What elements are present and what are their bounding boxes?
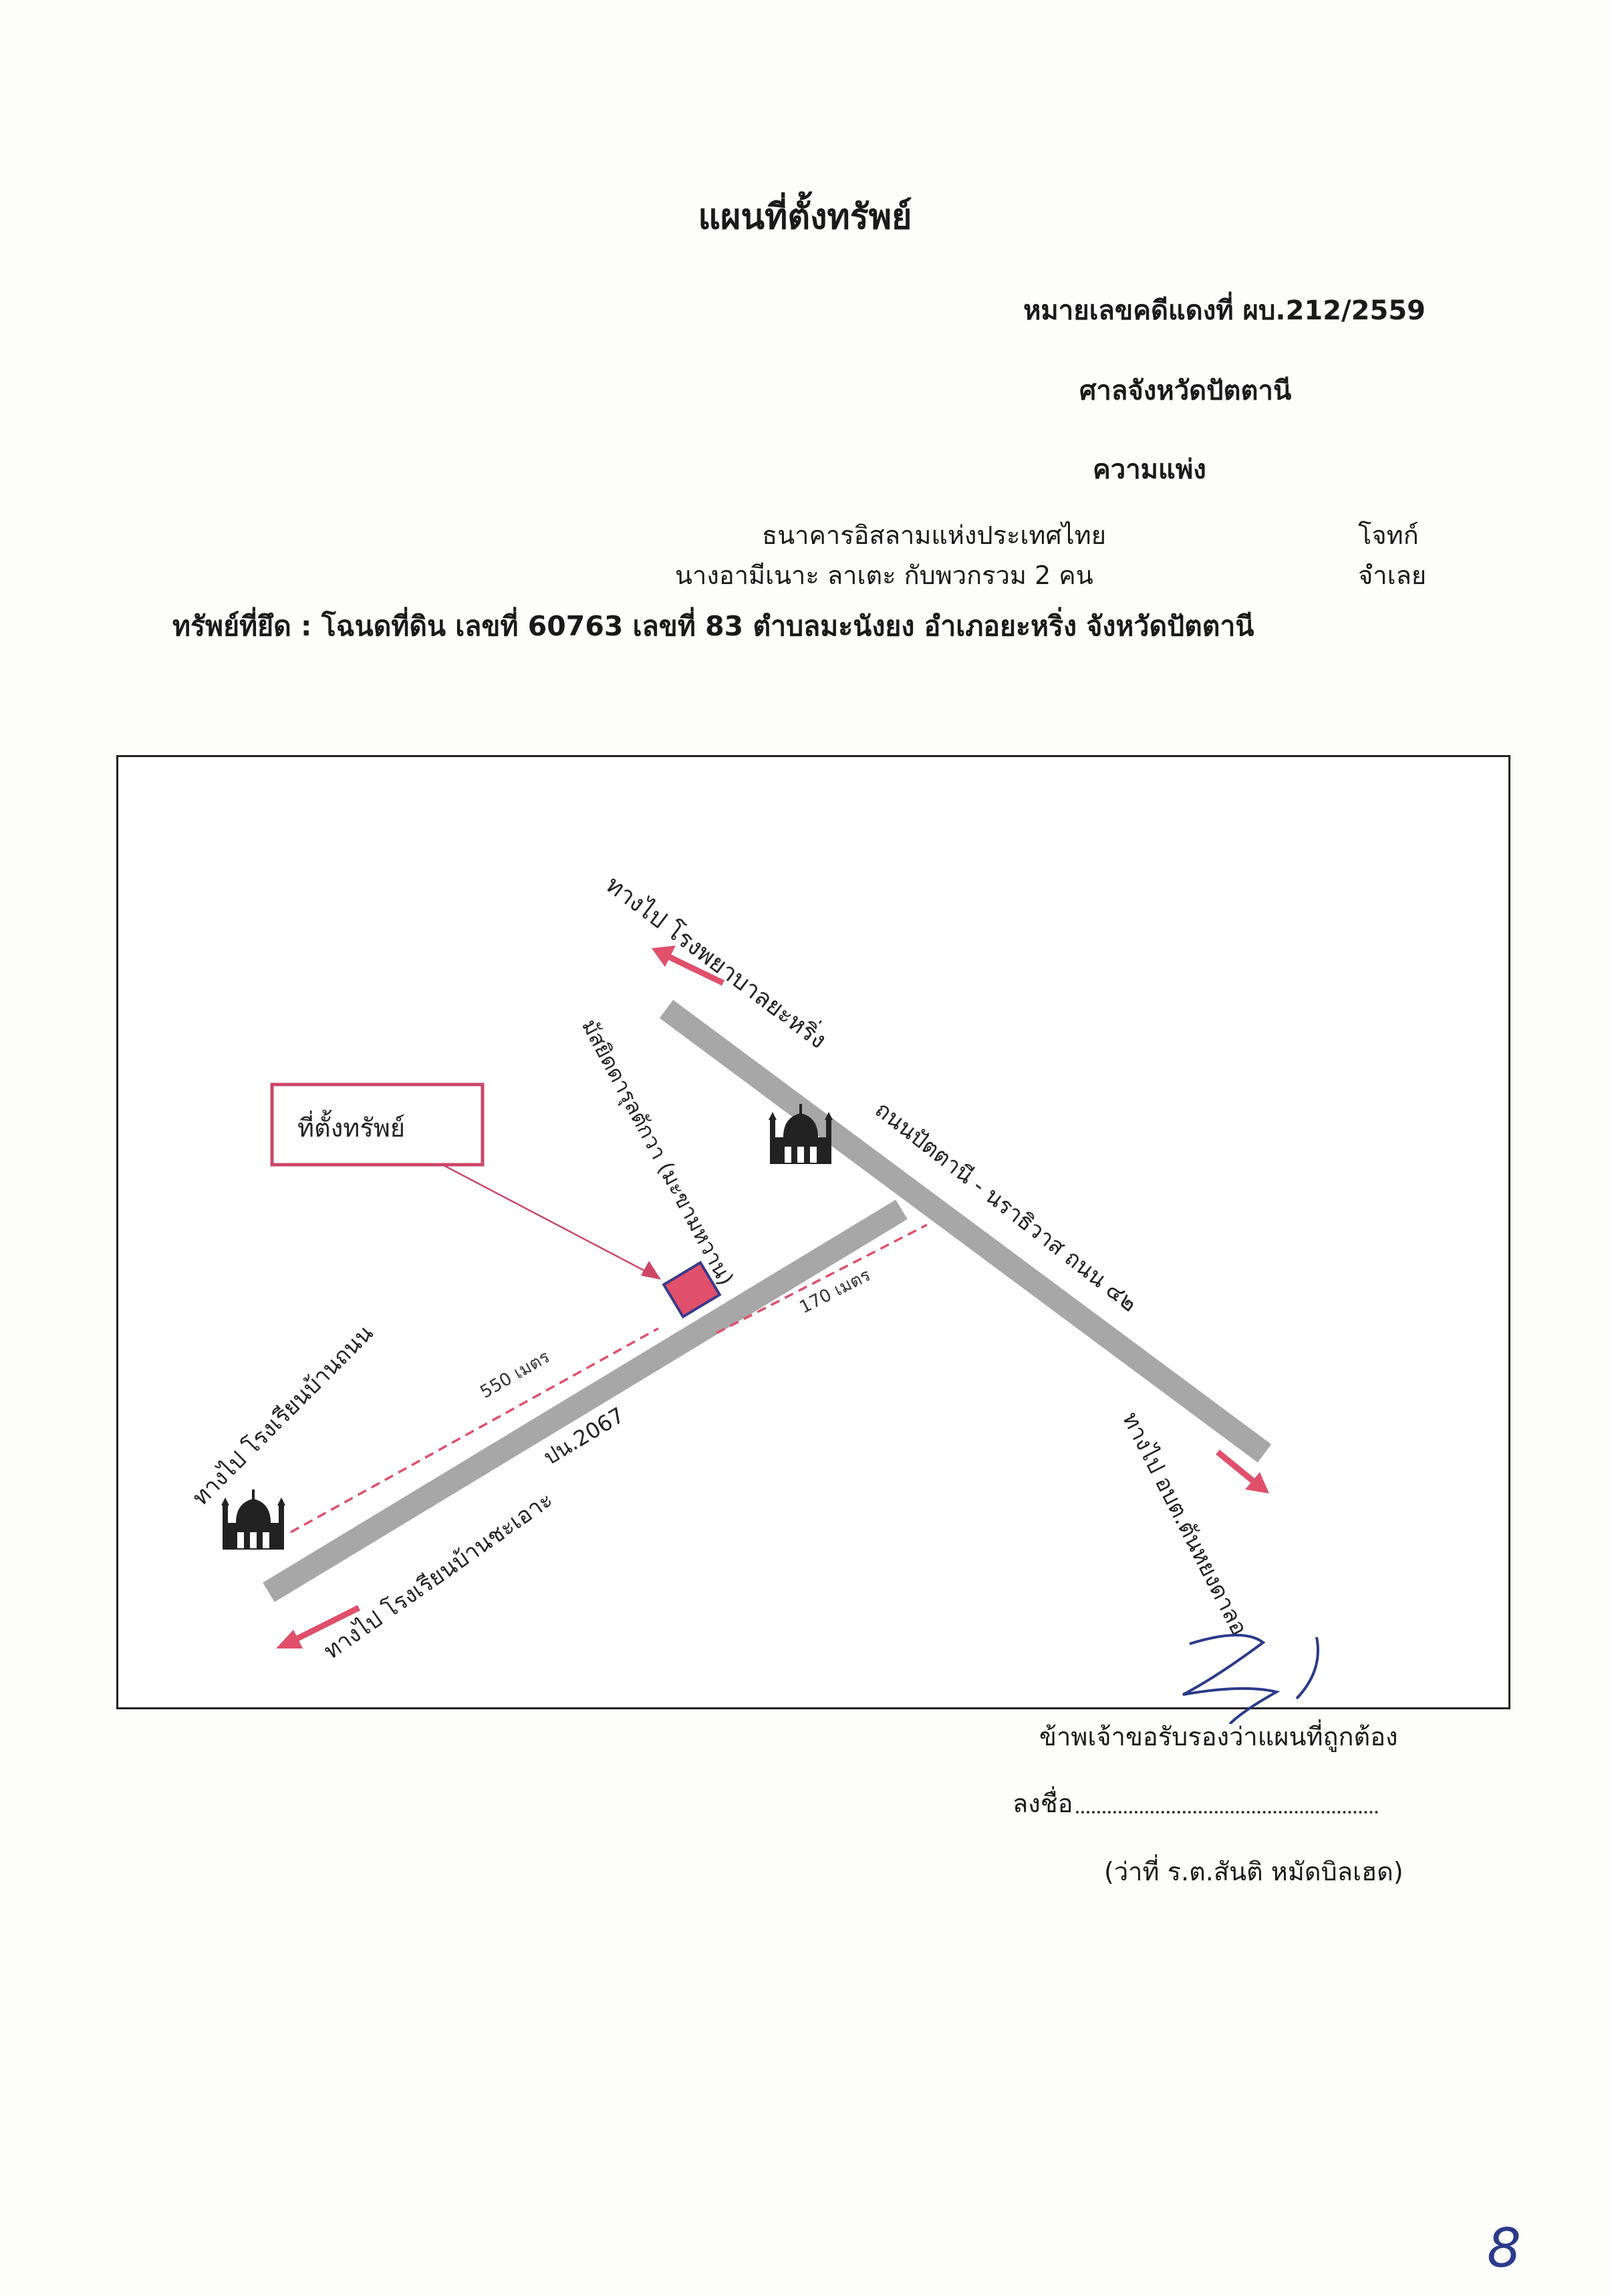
official-name: (ว่าที่ ร.ต.สันติ หมัดบิลเฮด) — [1104, 1857, 1403, 1886]
side-road — [263, 1199, 908, 1602]
property-label-box — [270, 1083, 485, 1167]
certification-statement: ข้าพเจ้าขอรับรองว่าแผนที่ถูกต้อง — [1039, 1722, 1398, 1751]
label-distance-550: 550 เมตร — [477, 1347, 553, 1403]
main-road — [659, 1000, 1272, 1463]
label-to-school-banthanon: ทางไป โรงเรียนบ้านถนน — [187, 1320, 378, 1511]
property-marker — [662, 1260, 722, 1319]
page-number: 8 — [1487, 2217, 1521, 2279]
location-map: ที่ตั้งทรัพย์ ทางไป โรงพยาบาลยะหริ่ง มัส… — [116, 755, 1510, 1709]
seized-asset: ทรัพย์ที่ยึด : โฉนดที่ดิน เลขที่ 60763 เ… — [172, 610, 1254, 642]
arrow-icon — [1245, 1472, 1269, 1493]
distance-line-550 — [290, 1327, 659, 1534]
label-to-hospital: ทางไป โรงพยาบาลยะหริ่ง — [601, 868, 833, 1054]
arrow-to-tambon-office — [1216, 1449, 1269, 1493]
defendant-role: จำเลย — [1358, 561, 1427, 590]
signature-line — [1076, 1811, 1378, 1814]
case-number: หมายเลขคดีแดงที่ ผบ.212/2559 — [1023, 295, 1426, 326]
label-to-school-bancha: ทางไป โรงเรียนบ้านชะเอาะ — [319, 1486, 558, 1665]
label-main-road: ถนนปัตตานี - นราธิวาส ถนน ๔๒ — [869, 1097, 1142, 1318]
signature — [1182, 1634, 1319, 1724]
property-label: ที่ตั้งทรัพย์ — [297, 1109, 405, 1143]
distance-line-170 — [716, 1224, 928, 1334]
case-type: ความแพ่ง — [1093, 454, 1206, 485]
mosque-icon — [221, 1489, 285, 1550]
page-title: แผนที่ตั้งทรัพย์ — [698, 197, 912, 237]
defendant-name: นางอามีเนาะ ลาเตะ กับพวกรวม 2 คน — [675, 561, 1093, 590]
property-pointer-arrowhead-icon — [641, 1261, 661, 1280]
map-canvas: ที่ตั้งทรัพย์ ทางไป โรงพยาบาลยะหริ่ง มัส… — [187, 868, 1272, 1665]
property-pointer — [442, 1163, 647, 1273]
arrow-icon — [652, 946, 676, 967]
arrow-to-hospital — [652, 946, 724, 986]
sign-label: ลงชื่อ — [1013, 1789, 1073, 1818]
plaintiff-name: ธนาคารอิสลามแห่งประเทศไทย — [762, 521, 1106, 550]
court-name: ศาลจังหวัดปัตตานี — [1079, 376, 1292, 406]
arrow-icon — [276, 1630, 303, 1648]
plaintiff-role: โจทก์ — [1358, 521, 1419, 550]
arrow-to-school-bancha — [276, 1604, 361, 1648]
